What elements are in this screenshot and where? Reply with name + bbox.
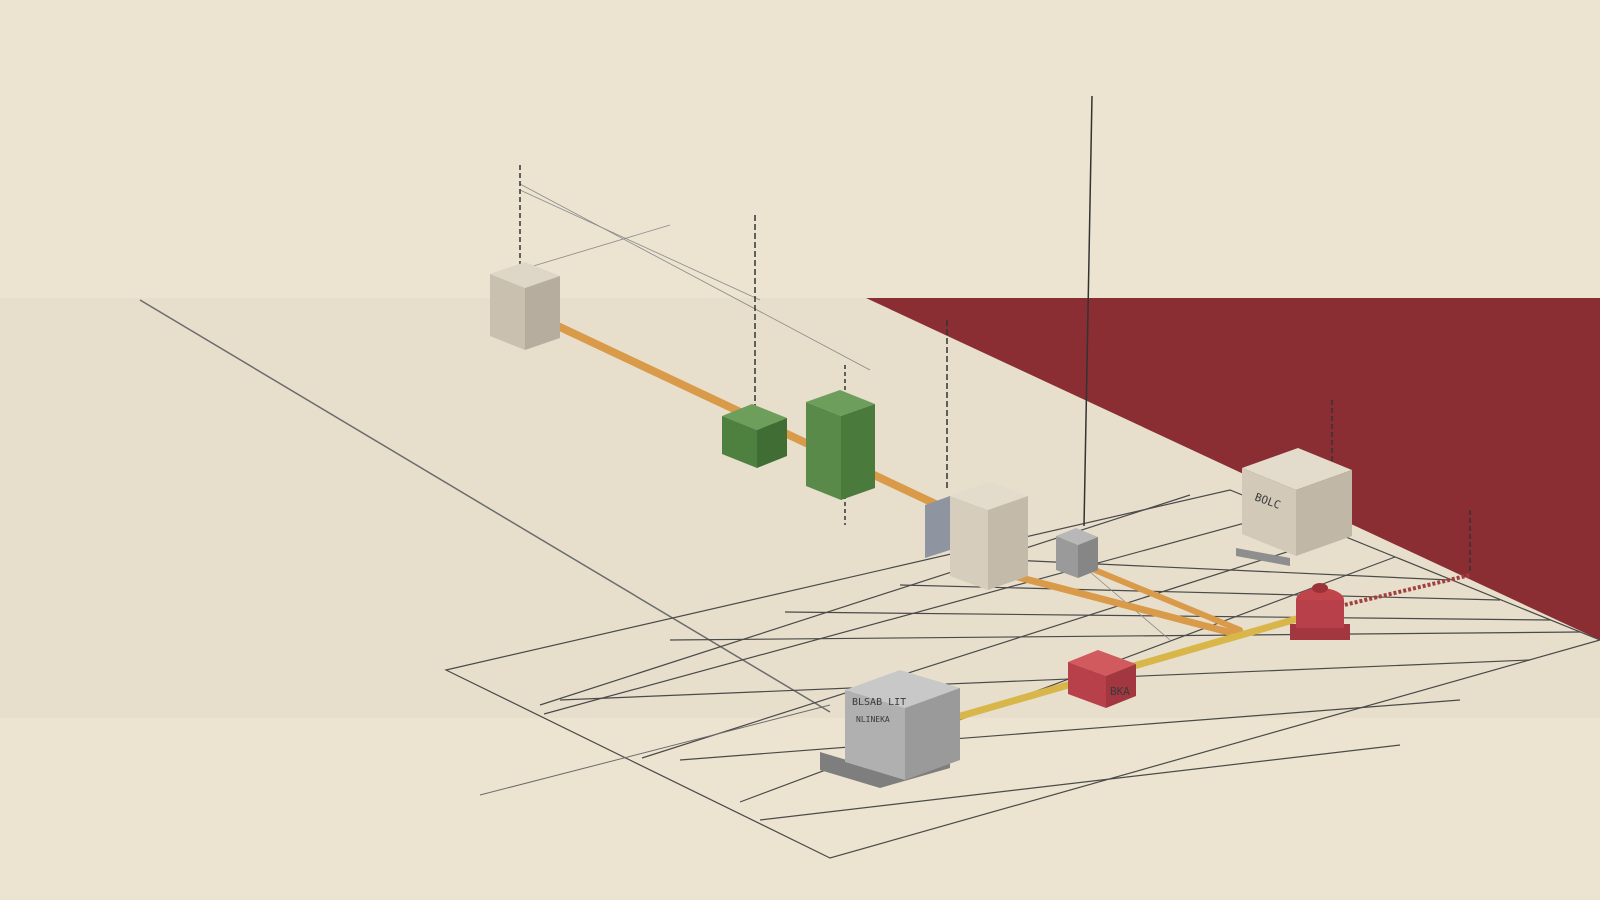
red-valve: [1290, 583, 1350, 640]
beige-block-rear: [490, 262, 560, 350]
green-block-small: [722, 404, 787, 468]
grid-left-line: [479, 704, 831, 796]
red-front-label: BKA: [1110, 685, 1130, 698]
beige-block-center: [925, 482, 1028, 590]
red-block-front: BKA: [1068, 650, 1136, 708]
red-wall: [866, 298, 1600, 640]
green-block-tall: [806, 390, 875, 500]
grey-front-label-line2: NLINEKA: [856, 715, 890, 724]
beige-block-right: BOLC: [1236, 448, 1352, 566]
grey-block-small: [1056, 528, 1098, 578]
antenna-icon: [519, 95, 1471, 572]
grey-block-front: BLSAB LIT NLINEKA: [820, 670, 960, 788]
grey-front-label-line1: BLSAB LIT: [852, 697, 906, 708]
floor-diagonal-line: [139, 299, 831, 713]
guide-strings: [519, 183, 1171, 641]
